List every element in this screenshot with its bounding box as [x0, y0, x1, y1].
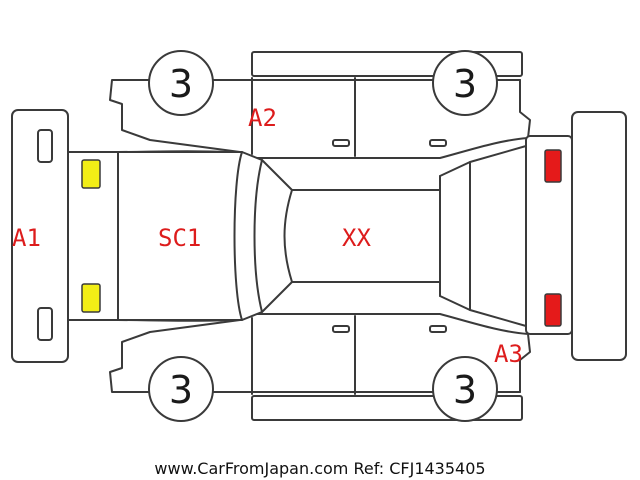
- tire-rear-left: 3: [432, 50, 498, 116]
- tire-front-right: 3: [148, 356, 214, 422]
- rear-light-top: [544, 149, 562, 183]
- tire-condition-front-left: 3: [169, 62, 193, 106]
- tire-condition-rear-right: 3: [453, 368, 477, 412]
- damage-code-front-bumper: A1: [12, 224, 41, 252]
- front-light-bottom: [81, 283, 101, 313]
- rear-window: [439, 161, 471, 311]
- tailgate: [469, 145, 527, 327]
- tire-condition-front-right: 3: [169, 368, 193, 412]
- rear-light-bottom: [544, 293, 562, 327]
- tire-front-left: 3: [148, 50, 214, 116]
- front-bumper-vent-top: [37, 129, 53, 163]
- front-light-top: [81, 159, 101, 189]
- footer-reference: www.CarFromJapan.com Ref: CFJ1435405: [154, 459, 485, 478]
- rear-panel: [525, 135, 573, 335]
- door-handle-top-rear: [429, 139, 447, 147]
- damage-code-roof: XX: [342, 224, 371, 252]
- hood: [117, 151, 243, 321]
- windshield: [233, 151, 293, 321]
- damage-code-hood: SC1: [158, 224, 201, 252]
- damage-code-front-left-door: A2: [248, 104, 277, 132]
- damage-code-rear-right: A3: [494, 340, 523, 368]
- rear-bumper: [571, 111, 627, 361]
- roof: [283, 189, 441, 283]
- door-handle-bottom-front: [332, 325, 350, 333]
- tire-condition-rear-left: 3: [453, 62, 477, 106]
- door-handle-top-front: [332, 139, 350, 147]
- door-handle-bottom-rear: [429, 325, 447, 333]
- front-bumper-vent-bottom: [37, 307, 53, 341]
- tire-rear-right: 3: [432, 356, 498, 422]
